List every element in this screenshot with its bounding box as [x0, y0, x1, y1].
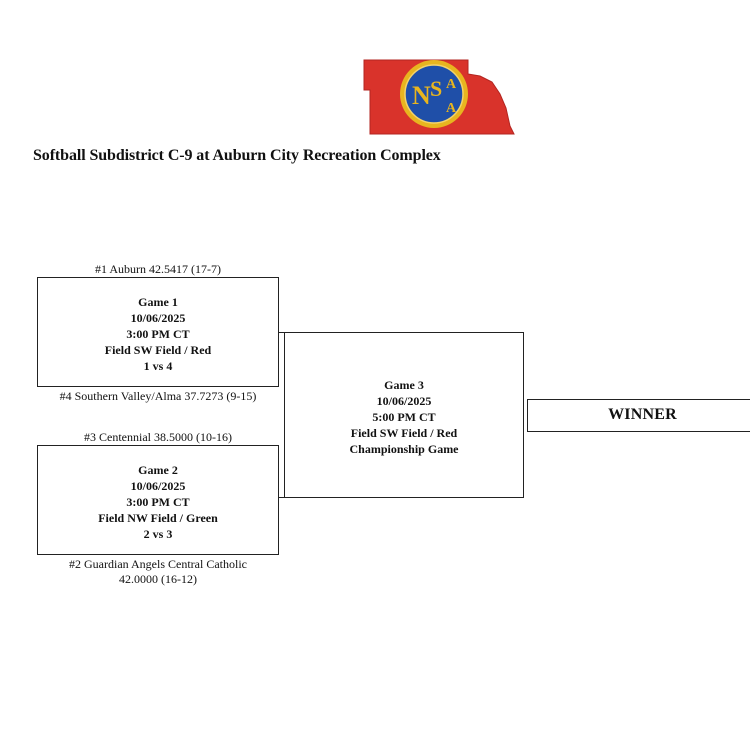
- game2-name: Game 2: [138, 463, 178, 477]
- nebraska-state-icon: N S A A: [363, 59, 515, 135]
- game2-field: Field NW Field / Green: [98, 511, 218, 525]
- game2-bottom-seed-line1: #2 Guardian Angels Central Catholic: [69, 557, 247, 571]
- game3-time: 5:00 PM CT: [372, 410, 436, 424]
- svg-text:A: A: [446, 101, 457, 116]
- svg-text:N: N: [412, 81, 431, 110]
- game1-bottom-seed: #4 Southern Valley/Alma 37.7273 (9-15): [59, 389, 257, 403]
- game3-name: Game 3: [384, 378, 424, 392]
- page-title: Softball Subdistrict C-9 at Auburn City …: [33, 147, 441, 164]
- nsaa-logo: N S A A: [360, 48, 518, 140]
- game1-name: Game 1: [138, 295, 178, 309]
- game1-matchup: 1 vs 4: [143, 359, 173, 373]
- game1-top-seed: #1 Auburn 42.5417 (17-7): [95, 262, 221, 276]
- game1-time: 3:00 PM CT: [126, 327, 190, 341]
- game3-box: Game 3 10/06/2025 5:00 PM CT Field SW Fi…: [284, 332, 524, 498]
- game2-matchup: 2 vs 3: [143, 527, 173, 541]
- connector-game1: [279, 332, 284, 333]
- game1-box: Game 1 10/06/2025 3:00 PM CT Field SW Fi…: [37, 277, 279, 387]
- game1-date: 10/06/2025: [130, 311, 186, 325]
- game2-box: Game 2 10/06/2025 3:00 PM CT Field NW Fi…: [37, 445, 279, 555]
- connector-game2: [279, 497, 284, 498]
- winner-box: WINNER: [527, 399, 750, 432]
- svg-text:A: A: [446, 77, 457, 92]
- game2-bottom-seed-line2: 42.0000 (16-12): [119, 572, 197, 586]
- winner-label: WINNER: [608, 406, 677, 423]
- game3-label: Championship Game: [349, 442, 459, 456]
- game2-time: 3:00 PM CT: [126, 495, 190, 509]
- game3-date: 10/06/2025: [376, 394, 432, 408]
- game2-top-seed: #3 Centennial 38.5000 (10-16): [84, 430, 232, 444]
- svg-text:S: S: [430, 76, 442, 101]
- game3-field: Field SW Field / Red: [350, 426, 458, 440]
- game2-date: 10/06/2025: [130, 479, 186, 493]
- game1-field: Field SW Field / Red: [104, 343, 212, 357]
